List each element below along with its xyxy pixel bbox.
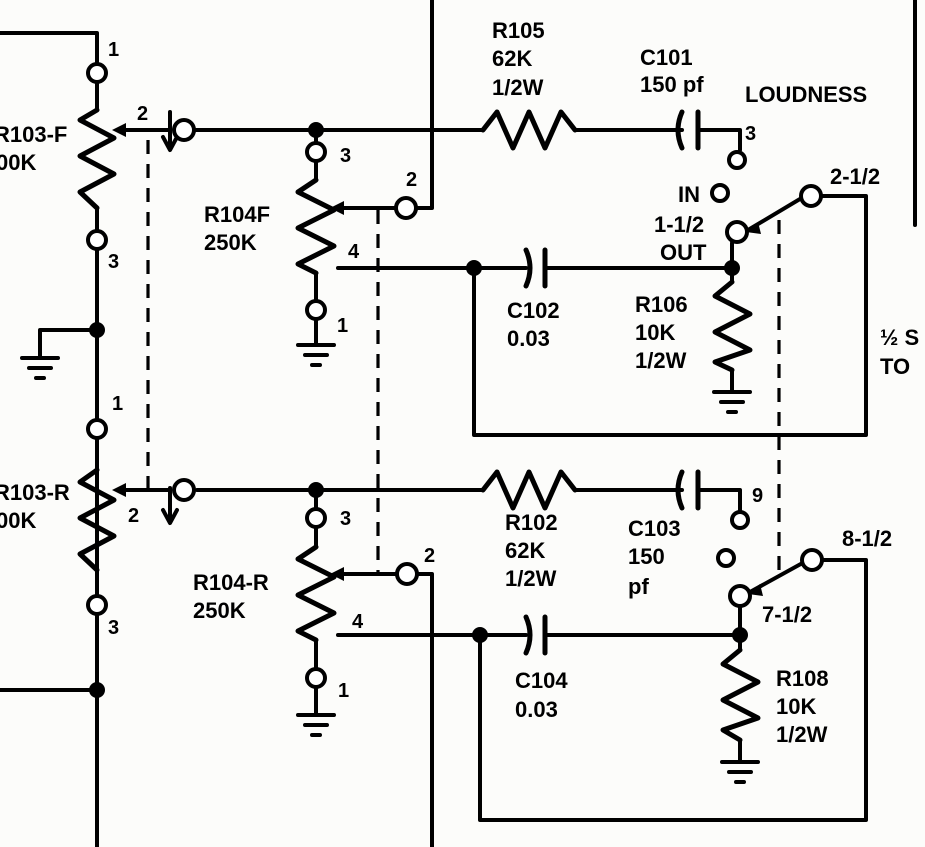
r108-symbol xyxy=(720,647,761,743)
r102-value: 62K xyxy=(505,538,545,563)
c103-symbol xyxy=(675,469,701,511)
capacitors xyxy=(523,109,701,656)
pin-label: 9 xyxy=(752,485,763,507)
pin-label: 1 xyxy=(108,39,119,61)
junctions xyxy=(89,122,748,698)
pin-label: 2 xyxy=(128,505,139,527)
c102-ref: C102 xyxy=(507,298,560,323)
terminals xyxy=(86,62,824,689)
ground-icon xyxy=(296,713,336,737)
pin-label: 4 xyxy=(348,241,360,263)
r103f-value: 00K xyxy=(0,150,36,175)
r103f-symbol xyxy=(77,107,117,211)
r103r-ref: R103-R xyxy=(0,480,70,505)
ground-icon xyxy=(20,356,60,380)
pin-label: 4 xyxy=(352,611,364,633)
r108-ref: R108 xyxy=(776,666,829,691)
c101-value: 150 pf xyxy=(640,72,704,97)
ground-icon xyxy=(712,390,752,414)
switch-pos-8-half: 8-1/2 xyxy=(842,526,892,551)
resistors xyxy=(77,107,763,743)
r108-rating: 1/2W xyxy=(776,722,828,747)
r104r-ref: R104-R xyxy=(193,570,269,595)
ground-icon xyxy=(720,760,760,784)
grounds xyxy=(20,343,760,784)
switch-in-label: IN xyxy=(678,182,700,207)
switch-pos-2-half: 2-1/2 xyxy=(830,164,880,189)
pin-label: 1 xyxy=(337,315,348,337)
r104r-value: 250K xyxy=(193,598,246,623)
r105-rating: 1/2W xyxy=(492,75,544,100)
pin-label: 2 xyxy=(406,169,417,191)
edge-note-line1: ½ S xyxy=(880,325,919,350)
edge-note-line2: TO xyxy=(880,354,910,379)
pin-label: 1 xyxy=(112,393,123,415)
ground-icon xyxy=(296,343,336,367)
switch-pos-7-half: 7-1/2 xyxy=(762,602,812,627)
r104f-symbol xyxy=(295,177,337,276)
r108-value: 10K xyxy=(776,694,816,719)
pin-label: 3 xyxy=(340,145,351,167)
pin-label: 3 xyxy=(108,251,119,273)
r105-value: 62K xyxy=(492,46,532,71)
r105-symbol xyxy=(480,109,578,151)
c101-symbol xyxy=(675,109,701,151)
pin-label: 3 xyxy=(745,123,756,145)
c103-value: 150 xyxy=(628,544,665,569)
r102-rating: 1/2W xyxy=(505,566,557,591)
c102-symbol xyxy=(523,247,548,289)
pin-label: 3 xyxy=(108,617,119,639)
c101-ref: C101 xyxy=(640,45,693,70)
r105-ref: R105 xyxy=(492,18,545,43)
switch-title: LOUDNESS xyxy=(745,82,867,107)
r106-rating: 1/2W xyxy=(635,348,687,373)
switch-out-label: OUT xyxy=(660,240,707,265)
r102-symbol xyxy=(480,469,578,511)
r103r-value: 00K xyxy=(0,508,36,533)
c104-value: 0.03 xyxy=(515,697,558,722)
r104f-value: 250K xyxy=(204,230,257,255)
r104r-symbol xyxy=(295,544,337,643)
c102-value: 0.03 xyxy=(507,326,550,351)
c103-unit: pf xyxy=(628,574,649,599)
pin-label: 3 xyxy=(340,508,351,530)
c103-ref: C103 xyxy=(628,516,681,541)
r104f-ref: R104F xyxy=(204,202,270,227)
pin-numbers: 1 2 3 3 2 4 1 3 1 2 3 3 2 4 1 9 xyxy=(108,39,763,702)
r106-value: 10K xyxy=(635,320,675,345)
c104-symbol xyxy=(523,614,548,656)
c104-ref: C104 xyxy=(515,668,568,693)
pin-label: 2 xyxy=(137,103,148,125)
pin-label: 1 xyxy=(338,680,349,702)
r106-symbol xyxy=(712,279,753,373)
switch-pos-1-half: 1-1/2 xyxy=(654,212,704,237)
mechanical-linkage xyxy=(146,110,781,575)
pin-label: 2 xyxy=(424,545,435,567)
r102-ref: R102 xyxy=(505,510,558,535)
r103r-symbol xyxy=(77,467,117,573)
r103f-ref: R103-F xyxy=(0,122,67,147)
component-labels: R103-F 00K R103-R 00K R104F 250K R104-R … xyxy=(0,18,919,747)
r106-ref: R106 xyxy=(635,292,688,317)
